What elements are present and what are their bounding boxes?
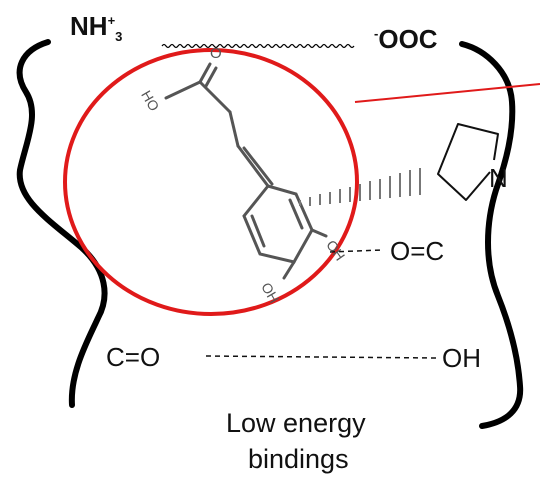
molecule-label-ho: HO: [138, 88, 162, 114]
caption-line-1: Low energy: [226, 408, 366, 438]
nh3-plus-label: NH+3: [70, 11, 122, 43]
nh3-subscript: 3: [115, 29, 123, 44]
oh-hydroxyl-label: OH: [442, 343, 481, 373]
left-protein-wall: [16, 39, 108, 408]
ooc-main: OOC: [378, 24, 438, 54]
molecule-label-o: O: [210, 45, 222, 62]
hashed-bond: [299, 168, 421, 206]
ooc-minus-label: -OOC: [374, 26, 438, 52]
oc-carbonyl-label: O=C: [390, 236, 445, 266]
nh3-main: NH: [70, 11, 108, 41]
caption-line-2: bindings: [248, 444, 349, 474]
nitrogen-label: N: [489, 163, 508, 193]
pyrrolidine-ring: [437, 123, 499, 201]
right-protein-wall: [459, 41, 524, 429]
co-carbonyl-label: C=O: [106, 342, 161, 372]
ooc-minus-sign: -: [374, 26, 379, 41]
hbond-dash-co-oh: [205, 355, 437, 359]
caffeic-acid-molecule: [164, 62, 328, 280]
wavy-ionic-bond: [161, 43, 355, 49]
red-pointer-line: [354, 83, 540, 103]
nh3-superscript: +: [107, 13, 116, 28]
molecule-label-oh-4: OH: [258, 280, 282, 306]
highlight-ellipse: [63, 48, 359, 316]
